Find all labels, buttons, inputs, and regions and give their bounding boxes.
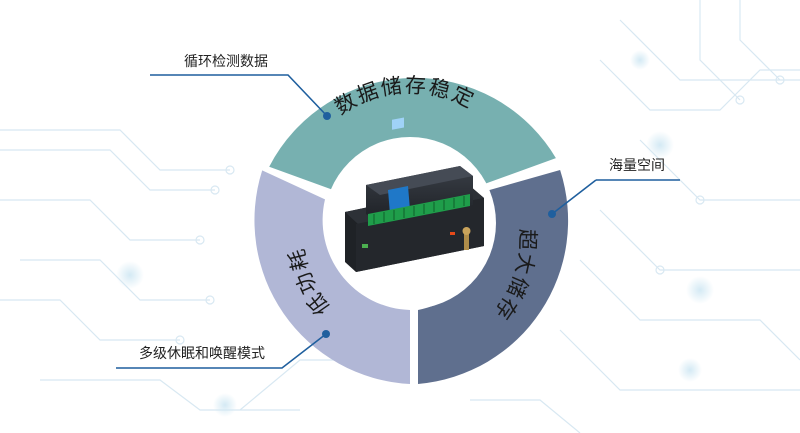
callout-dot-left bbox=[322, 330, 330, 338]
callout-dot-right bbox=[548, 210, 556, 218]
ring-segment-left bbox=[254, 170, 410, 384]
callout-bottom-left: 多级休眠和唤醒模式 bbox=[139, 345, 265, 362]
callout-top-left: 循环检测数据 bbox=[184, 54, 268, 70]
callout-dot-top bbox=[323, 112, 331, 120]
callout-right: 海量空间 bbox=[609, 158, 665, 174]
data-logger-device-icon bbox=[345, 117, 484, 272]
ring-segment-top bbox=[269, 77, 556, 190]
callout-lines bbox=[116, 74, 680, 369]
ring-segment-right bbox=[418, 170, 569, 384]
glow-dots bbox=[116, 50, 714, 417]
